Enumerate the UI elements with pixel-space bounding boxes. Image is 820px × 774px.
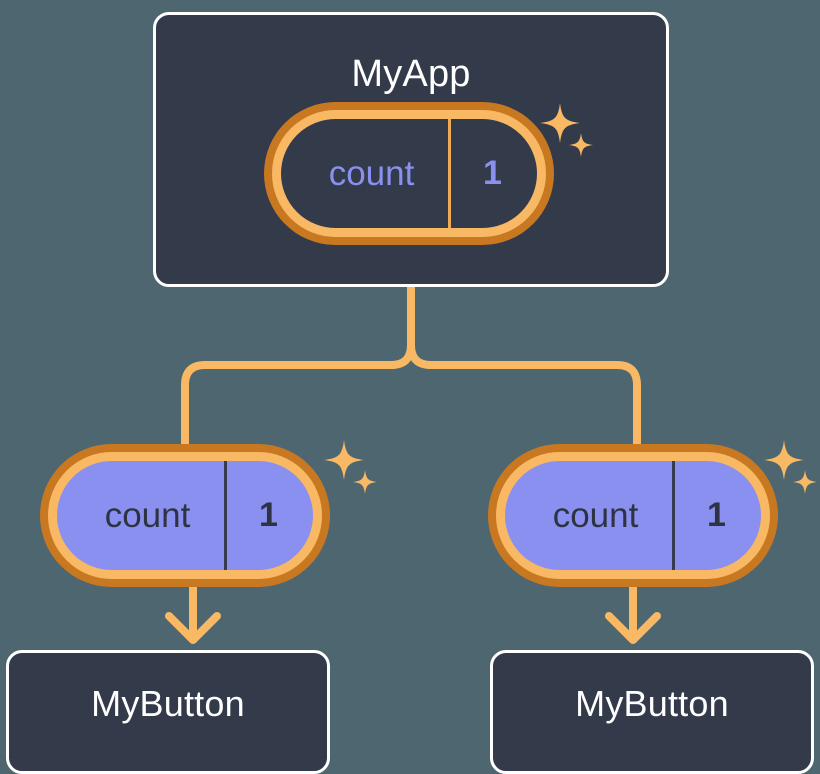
arrow-left-head <box>165 612 221 644</box>
state-key-myapp: count <box>328 153 415 193</box>
state-pill-mybutton-right[interactable]: count 1 <box>496 452 770 579</box>
component-card-mybutton-right[interactable]: MyButton <box>490 650 814 774</box>
state-value-myapp: 1 <box>483 154 502 192</box>
state-key-mybutton-left: count <box>104 495 191 535</box>
state-divider-mybutton-right <box>672 461 675 570</box>
branch-right-connector <box>407 283 641 456</box>
component-card-mybutton-left[interactable]: MyButton <box>6 650 330 774</box>
state-value-mybutton-left: 1 <box>259 496 278 534</box>
state-divider-myapp <box>448 119 451 228</box>
component-title-myapp: MyApp <box>351 53 471 95</box>
component-title-mybutton-left: MyButton <box>91 683 245 724</box>
state-pill-mybutton-left[interactable]: count 1 <box>48 452 322 579</box>
arrow-right-head <box>605 612 661 644</box>
state-divider-mybutton-left <box>224 461 227 570</box>
component-title-mybutton-right: MyButton <box>575 683 729 724</box>
branch-left-connector <box>181 283 415 456</box>
state-pill-myapp[interactable]: count 1 <box>272 110 546 237</box>
state-value-mybutton-right: 1 <box>707 496 726 534</box>
state-key-mybutton-right: count <box>552 495 639 535</box>
